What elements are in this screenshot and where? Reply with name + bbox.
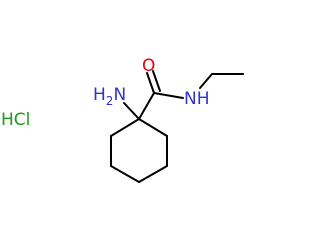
ring-bond: [110, 118, 140, 137]
hcl-label: HCl: [1, 110, 30, 130]
carbonyl-oxygen-label: O: [142, 56, 155, 76]
c-o-double-bond-1: [146, 72, 155, 94]
c-n-amide-bond: [153, 92, 184, 99]
c-o-double-bond-2: [152, 70, 161, 92]
ring-bond: [110, 165, 140, 183]
bonds: [110, 70, 244, 183]
amine-label: H2N: [93, 85, 126, 108]
c-c-carbonyl-bond: [138, 92, 155, 120]
structure-canvas: H2N O NH HCl: [1, 56, 244, 183]
n-ethyl-bond: [199, 73, 213, 89]
molecule-drawing: H2N O NH HCl: [1, 56, 244, 183]
ring-bond: [138, 118, 168, 137]
amide-nh-label: NH: [184, 89, 210, 109]
ring-bond: [138, 165, 168, 183]
c-n-amine-bond: [123, 102, 140, 120]
